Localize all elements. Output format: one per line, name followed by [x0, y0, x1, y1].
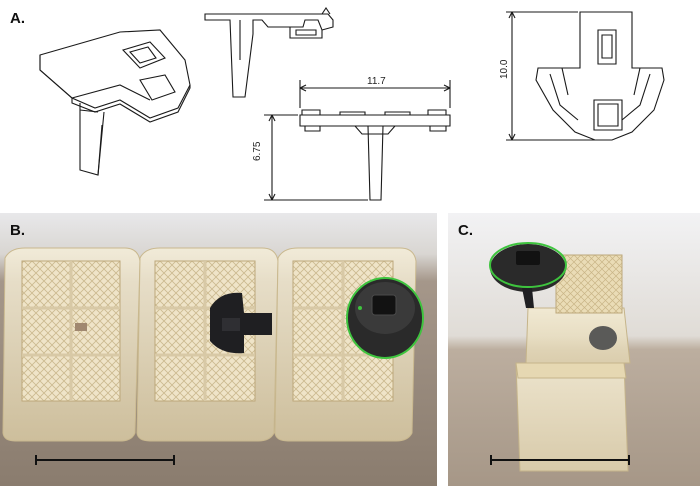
panel-a-label: A. [10, 10, 25, 27]
panel-c-photo [448, 213, 700, 486]
isometric-view [39, 29, 191, 176]
mount-piece [210, 292, 272, 354]
side-view [204, 7, 334, 98]
cage-side-photo-illustration [448, 213, 700, 486]
dimension-height-label: 6.75 [252, 141, 263, 161]
panel-b-label: B. [10, 222, 25, 239]
dimension-width-label: 11.7 [367, 76, 386, 87]
scale-bar-c [490, 455, 630, 465]
scale-bar-b [35, 455, 175, 465]
cage-2 [136, 247, 279, 442]
cad-drawings: 11.7 6.75 10.0 [39, 7, 665, 201]
front-view [264, 80, 451, 201]
back-view [506, 11, 665, 141]
sensor-device-c [490, 244, 566, 292]
cage-3 [274, 247, 424, 442]
dimension-side-label: 10.0 [499, 59, 510, 79]
panel-b-photo [0, 213, 437, 486]
cages-photo-illustration [0, 213, 437, 486]
cage-1 [2, 247, 141, 442]
panel-c-label: C. [458, 222, 473, 239]
